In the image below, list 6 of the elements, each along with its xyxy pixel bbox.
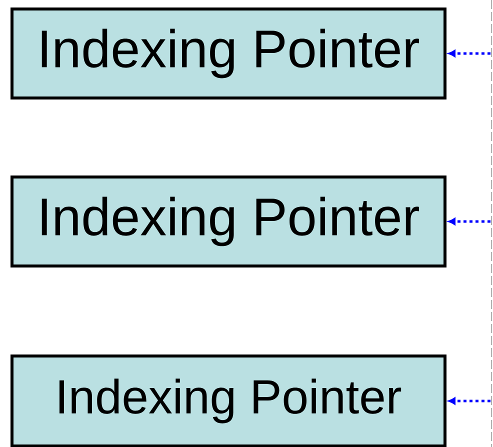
process-box: Indexing Pointer <box>10 176 446 268</box>
process-box: Indexing Pointer <box>10 354 446 447</box>
arrow <box>448 50 490 58</box>
arrow <box>448 397 490 405</box>
process-box: Indexing Pointer <box>10 8 446 100</box>
arrow <box>448 218 490 226</box>
